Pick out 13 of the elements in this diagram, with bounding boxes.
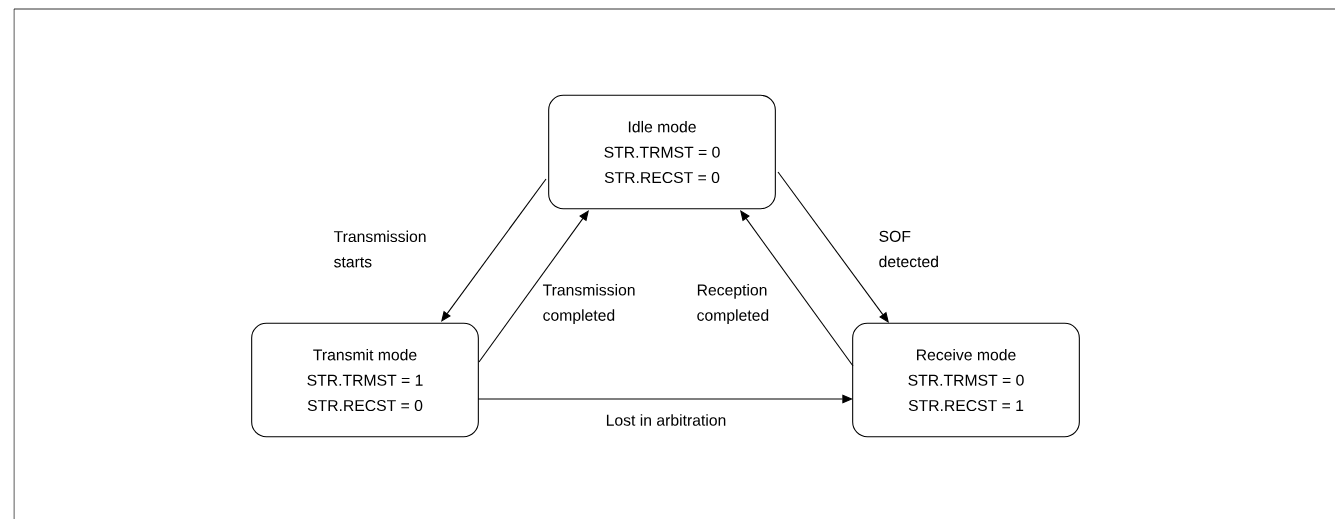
arrow (441, 178, 547, 322)
state-box: Receive mode STR.TRMST = 0 STR.RECST = 1 (852, 322, 1080, 438)
edge-label: SOF detected (879, 230, 938, 268)
state-box: Idle mode STR.TRMST = 0 STR.RECST = 0 (548, 94, 776, 210)
edge-label: Transmission completed (542, 284, 635, 324)
arrow (477, 394, 853, 404)
arrow (478, 210, 589, 363)
edge-label: Reception completed (697, 284, 769, 324)
edge-label: Transmission starts (333, 230, 426, 268)
arrow (740, 210, 854, 367)
arrow (777, 171, 889, 323)
state-box: Transmit mode STR.TRMST = 1 STR.RECST = 0 (251, 322, 479, 438)
edge-label: Lost in arbitration (606, 414, 726, 426)
